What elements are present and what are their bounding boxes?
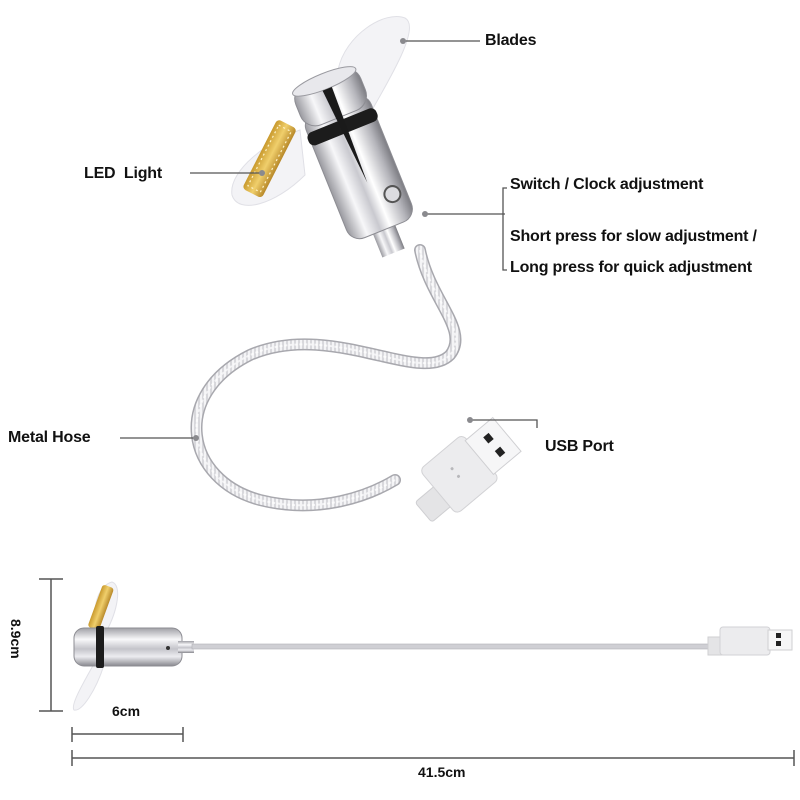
usb-plug	[415, 416, 522, 522]
dot-blades	[400, 38, 406, 44]
label-metal-hose: Metal Hose	[8, 429, 91, 446]
side-metal-hose	[191, 643, 713, 650]
led-strip	[243, 120, 296, 198]
metal-hose	[190, 244, 462, 512]
label-usb-port: USB Port	[545, 438, 614, 455]
side-blade-lower	[72, 661, 105, 711]
dimension-lines	[39, 578, 795, 766]
dim-total-label: 41.5cm	[418, 764, 466, 780]
dim-height-label: 8.9cm	[8, 619, 24, 659]
dot-usb	[467, 417, 473, 423]
bracket-switch	[502, 187, 507, 271]
fan-body	[292, 66, 413, 258]
label-short-press: Short press for slow adjustment /	[510, 228, 757, 245]
side-fan-body	[73, 627, 183, 667]
dot-led	[259, 170, 265, 176]
side-led-strip	[88, 585, 114, 630]
dot-hose	[193, 435, 199, 441]
leader-lines	[120, 40, 538, 439]
label-blades: Blades	[485, 32, 537, 49]
side-usb-plug	[719, 626, 771, 656]
label-switch: Switch / Clock adjustment	[510, 176, 704, 193]
label-long-press: Long press for quick adjustment	[510, 259, 752, 276]
leader-usb	[470, 419, 538, 428]
label-led-light: LED Light	[84, 165, 162, 182]
dim-head-label: 6cm	[112, 703, 141, 719]
dot-switch	[422, 211, 428, 217]
